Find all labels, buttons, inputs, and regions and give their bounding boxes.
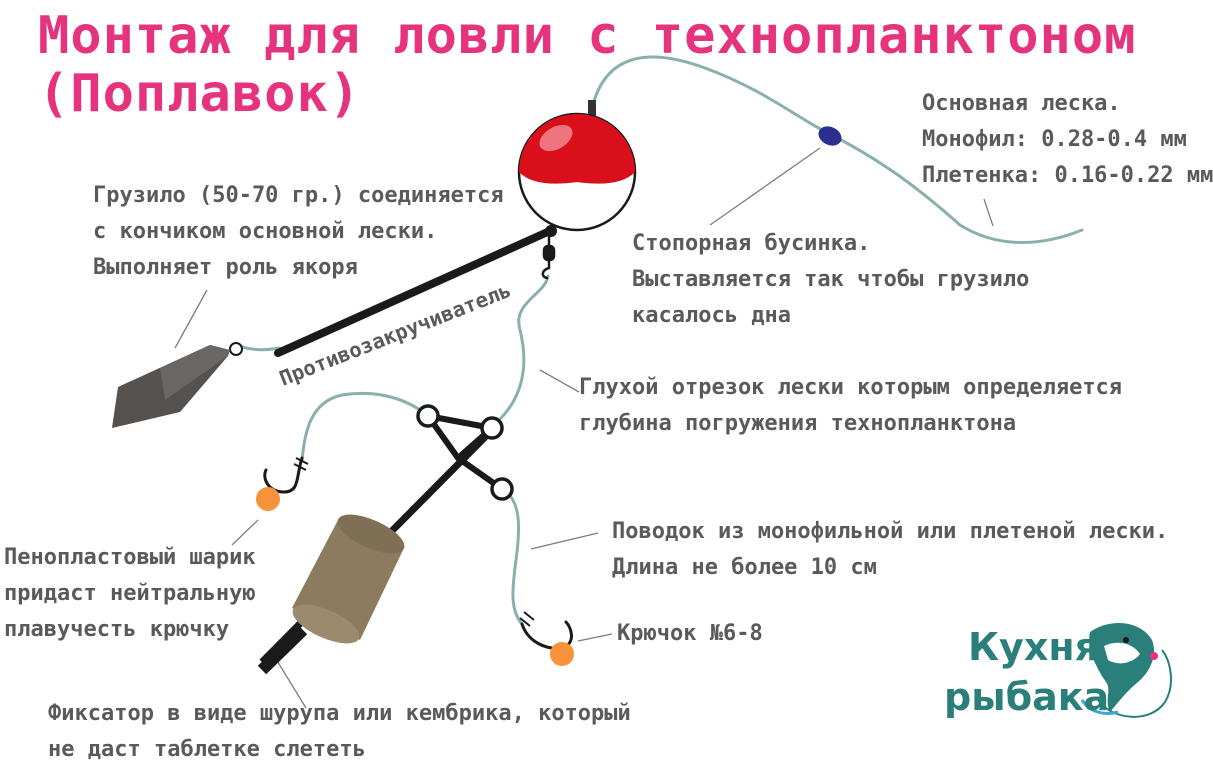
hook-knots — [293, 457, 535, 627]
foam-ball-icon — [550, 642, 574, 666]
fixer-screw — [257, 625, 308, 675]
sinker-icon — [112, 342, 243, 428]
pointer-fixer — [275, 658, 307, 709]
page-title: Монтаж для ловли с технопланктоном — [38, 6, 1137, 66]
brand-name-line2: рыбака — [944, 675, 1110, 719]
pointer-blind-line — [539, 369, 580, 393]
foam-ball-icon — [256, 487, 280, 511]
foam-ball-label: Пенопластовый шарик придаст нейтральную … — [4, 545, 256, 642]
pointer-main-line — [983, 198, 994, 227]
fixer-label: Фиксатор в виде шурупа или кембрика, кот… — [48, 701, 631, 762]
stop-bead-icon — [818, 126, 842, 146]
brand-name-line1: Кухня — [968, 625, 1099, 669]
hook-label: Крючок №6-8 — [617, 621, 763, 646]
anti-twist-ring — [545, 225, 557, 237]
sinker-label: Грузило (50-70 гр.) соединяется с кончик… — [93, 183, 504, 280]
leash-label: Поводок из монофильной или плетеной леск… — [612, 519, 1169, 580]
feeder-icon — [292, 514, 405, 644]
anti-twist-tube — [274, 226, 556, 357]
pointer-foam-ball — [231, 519, 259, 546]
main-line-label: Основная леска. Монофил: 0.28-0.4 мм Пле… — [922, 91, 1213, 188]
float-icon — [517, 100, 637, 232]
left-leash — [300, 391, 430, 462]
fish-logo-icon — [1080, 622, 1172, 718]
stop-bead-label: Стопорная бусинка. Выставляется так чтоб… — [632, 231, 1030, 328]
sinker-link — [240, 345, 282, 352]
page-subtitle: (Поплавок) — [38, 64, 362, 124]
right-leash — [500, 487, 524, 626]
pointer-hook — [577, 633, 613, 642]
pointer-leash — [530, 532, 599, 550]
pointer-sinker — [174, 289, 208, 349]
swivel-icon — [541, 236, 556, 280]
blind-line-label: Глухой отрезок лески которым определяетс… — [579, 375, 1123, 436]
pointer-stop-bead — [709, 147, 821, 226]
blind-line — [488, 274, 550, 430]
pointer-lines — [174, 147, 994, 709]
